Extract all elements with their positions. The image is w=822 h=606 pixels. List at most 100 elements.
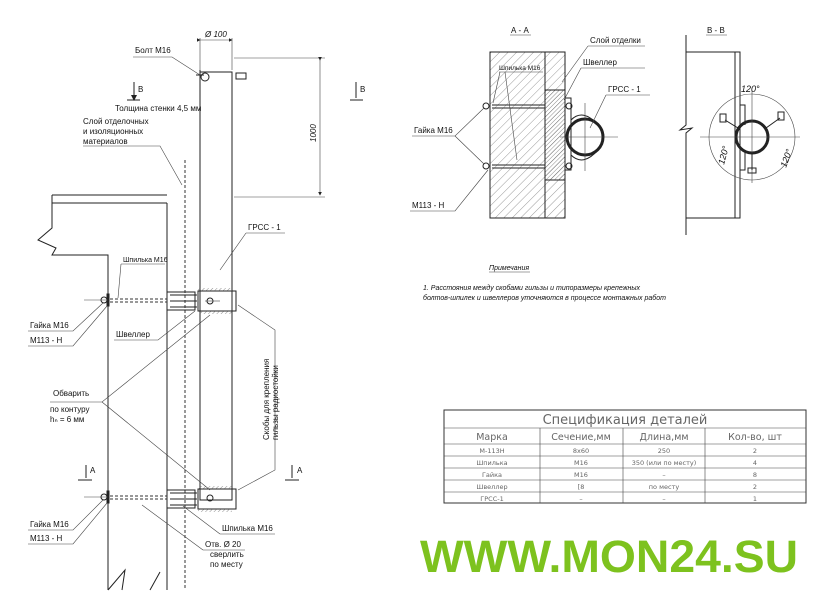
table-cell: [8 <box>578 483 585 491</box>
section-b-label-right: В <box>360 85 365 94</box>
leader <box>114 310 196 341</box>
weld-label: Обварить <box>53 389 89 398</box>
leader <box>492 71 543 161</box>
table-cell: 2 <box>753 447 757 455</box>
section-a-marker <box>78 465 92 481</box>
table-cell: 4 <box>753 459 757 467</box>
notes: Примечания 1. Расстояния между скобами г… <box>423 265 666 302</box>
table-header: Марка <box>476 432 508 443</box>
stud-top-label: Шпилька М16 <box>123 257 168 264</box>
stud-label-aa: Шпилька М16 <box>499 65 541 72</box>
leader <box>28 499 104 531</box>
finish-layer-label-2: и изоляционных <box>83 127 143 136</box>
leader <box>28 302 104 332</box>
leader <box>563 67 645 101</box>
nut-bottom-label: Гайка М16 <box>30 520 69 529</box>
notes-title: Примечания <box>489 265 529 272</box>
dim-ext <box>199 38 233 70</box>
leader <box>412 107 485 165</box>
bracket-bottom <box>84 486 237 512</box>
table-cell: Швеллер <box>476 483 507 491</box>
m113-bottom-label: М113 - Н <box>30 534 63 543</box>
table-header: Кол-во, шт <box>728 432 782 443</box>
leader <box>182 505 275 535</box>
table-cell: 2 <box>753 483 757 491</box>
brackets-label: Скобы для крепления <box>262 359 271 440</box>
table-cell: по месту <box>649 483 680 491</box>
nut-top-label: Гайка М16 <box>30 321 69 330</box>
weld-label-2: по контуру <box>50 405 89 414</box>
bracket-leader <box>237 304 276 491</box>
bolt-head <box>200 72 210 82</box>
spec-table: Спецификация деталей Марка Сечение,мм Дл… <box>443 409 807 504</box>
table-cell: Гайка <box>482 471 502 479</box>
table-header: Длина,мм <box>639 432 688 443</box>
diameter-label: Ø 100 <box>204 30 227 39</box>
slab <box>51 194 167 204</box>
hole-label: Отв. Ø 20 <box>205 540 241 549</box>
angle-label-top: 120° <box>741 84 760 94</box>
table-cell: М16 <box>574 471 588 479</box>
hole-label-3: по месту <box>210 560 243 569</box>
table-cell: – <box>662 471 665 479</box>
table-cell: 250 <box>658 447 670 455</box>
wall-break <box>107 568 161 591</box>
table-cell: – <box>662 495 665 503</box>
bolt-label: Болт М16 <box>135 46 171 55</box>
note-line-2: болтов-шпилек и швеллеров уточняются в п… <box>423 294 666 302</box>
channel-label-aa: Швеллер <box>583 58 617 67</box>
pipe <box>199 71 233 501</box>
section-b-marker-right <box>350 82 363 101</box>
leader <box>589 94 650 129</box>
watermark: WWW.MON24.SU <box>420 531 798 582</box>
section-a-marker-right <box>285 465 299 481</box>
finish-layer-label: Слой отделочных <box>83 117 149 126</box>
table-cell: 8х60 <box>573 447 589 455</box>
table-header: Сечение,мм <box>551 432 611 443</box>
wall-outline <box>37 203 168 590</box>
m113-top-label: М113 - Н <box>30 336 63 345</box>
grss-label: ГРСС - 1 <box>248 223 281 232</box>
table-cell: Шпилька <box>476 459 507 467</box>
leader <box>133 56 201 76</box>
table-cell: – <box>579 495 582 503</box>
hole-label-2: сверлить <box>210 550 244 559</box>
table-cell: 8 <box>753 471 757 479</box>
nut-label-aa: Гайка М16 <box>414 126 453 135</box>
leader <box>117 263 165 299</box>
weld-label-3: hₙ = 6 мм <box>50 415 84 424</box>
leader <box>141 504 245 551</box>
section-bb: В - В 120° 120° 120° <box>678 26 800 235</box>
section-bb-title: В - В <box>707 26 725 35</box>
finish-label: Слой отделки <box>590 36 641 45</box>
angle-label-right: 120° <box>778 147 794 168</box>
section-aa-title: А - А <box>511 26 529 35</box>
table-cell: 1 <box>753 495 757 503</box>
leader <box>28 502 108 545</box>
angle-label-left: 120° <box>716 145 731 166</box>
bolt-side <box>235 72 247 80</box>
brackets-label-2: гильзы радиостойки <box>271 365 280 440</box>
height-label: 1000 <box>309 124 318 142</box>
table-cell: ГРСС-1 <box>480 495 503 503</box>
section-aa: А - А Слой отделки Швеллер ГРСС - 1 Шпил… <box>410 26 650 219</box>
grss-label-aa: ГРСС - 1 <box>608 85 641 94</box>
table-title: Спецификация деталей <box>543 413 708 428</box>
stud-bottom-label: Шпилька М16 <box>222 524 273 533</box>
table-cell: М-113Н <box>479 447 504 455</box>
table-cell: М16 <box>574 459 588 467</box>
wall-thickness-label: Толщина стенки 4,5 мм <box>115 104 201 113</box>
section-b-marker <box>127 82 140 100</box>
leader <box>83 145 183 186</box>
leader <box>28 305 108 347</box>
finish-layer-label-3: материалов <box>83 137 128 146</box>
m113-label-aa: М113 - Н <box>412 201 445 210</box>
main-view: Ø 100 1000 Болт М16 В В Толщина стенки 4… <box>28 30 365 591</box>
leader <box>561 45 645 83</box>
bracket-top <box>84 288 237 314</box>
section-b-label: В <box>138 85 143 94</box>
dim-ext-h <box>234 57 325 198</box>
section-a-label-right: А <box>297 466 303 475</box>
